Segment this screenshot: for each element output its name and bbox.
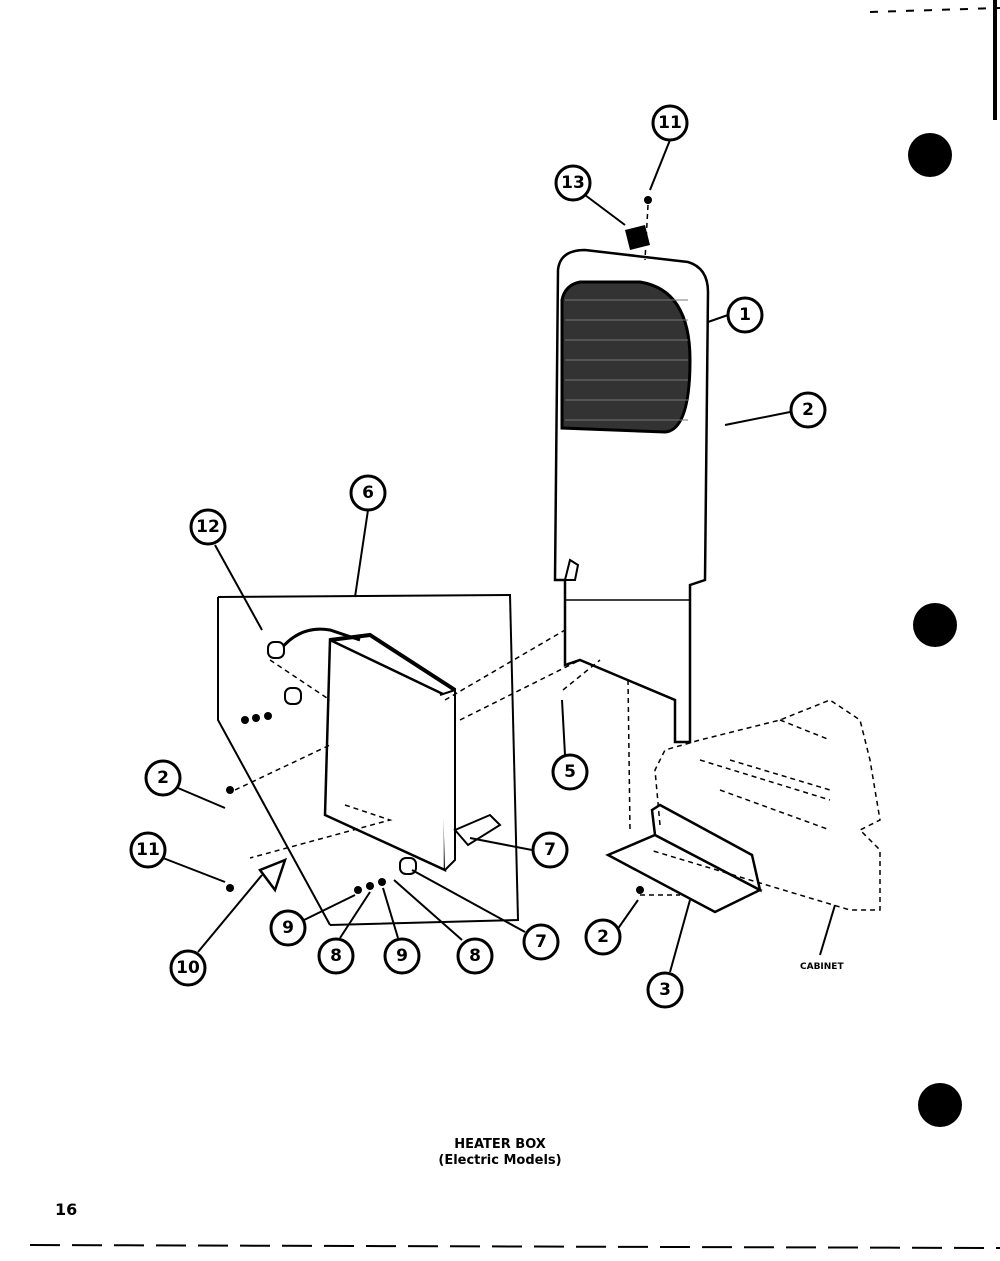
grille (560, 280, 692, 434)
callout-11: 11 (129, 831, 167, 869)
svg-text:7: 7 (535, 932, 547, 952)
callout-11: 11 (651, 104, 689, 142)
binder-hole (918, 1083, 962, 1127)
svg-text:10: 10 (176, 958, 200, 978)
scan-edge-bottom (29, 1244, 1000, 1249)
thermostat-part (625, 196, 652, 261)
callout-12: 12 (189, 508, 227, 546)
svg-text:11: 11 (658, 113, 682, 133)
callout-7: 7 (522, 923, 560, 961)
callout-10: 10 (169, 949, 207, 987)
cabinet-outline: CABINET (649, 699, 881, 972)
page-number: 16 (55, 1200, 78, 1219)
callout-1: 1 (726, 296, 764, 334)
callout-13: 13 (554, 164, 592, 202)
callout-9: 9 (383, 937, 421, 975)
svg-text:9: 9 (396, 946, 408, 966)
svg-text:2: 2 (597, 927, 609, 947)
svg-text:8: 8 (330, 946, 342, 966)
callout-8: 8 (456, 937, 494, 975)
svg-text:1: 1 (739, 305, 751, 325)
svg-text:11: 11 (136, 840, 160, 860)
svg-text:13: 13 (561, 173, 585, 193)
callout-2: 2 (584, 918, 622, 956)
svg-text:2: 2 (802, 400, 814, 420)
callout-9: 9 (269, 909, 307, 947)
callout-5: 5 (551, 753, 589, 791)
scan-edge-top (869, 7, 1000, 13)
callout-7: 7 (531, 831, 569, 869)
heater-panel (553, 248, 710, 744)
diagram-title: HEATER BOX (454, 1137, 546, 1152)
svg-text:2: 2 (157, 768, 169, 788)
mounting-bracket (605, 803, 763, 914)
svg-text:6: 6 (362, 483, 374, 503)
callout-6: 6 (349, 474, 387, 512)
svg-text:7: 7 (544, 840, 556, 860)
callout-8: 8 (317, 937, 355, 975)
heater-element-assembly (217, 593, 520, 926)
svg-text:5: 5 (564, 762, 576, 782)
svg-text:8: 8 (469, 946, 481, 966)
diagram-subtitle: (Electric Models) (438, 1153, 562, 1168)
callout-3: 3 (646, 971, 684, 1009)
svg-text:12: 12 (196, 517, 220, 537)
cabinet-label: CABINET (800, 962, 844, 972)
binder-hole (908, 133, 952, 177)
svg-text:3: 3 (659, 980, 671, 1000)
callout-2: 2 (144, 759, 182, 797)
svg-text:9: 9 (282, 918, 294, 938)
callout-2: 2 (789, 391, 827, 429)
binder-hole (913, 603, 957, 647)
